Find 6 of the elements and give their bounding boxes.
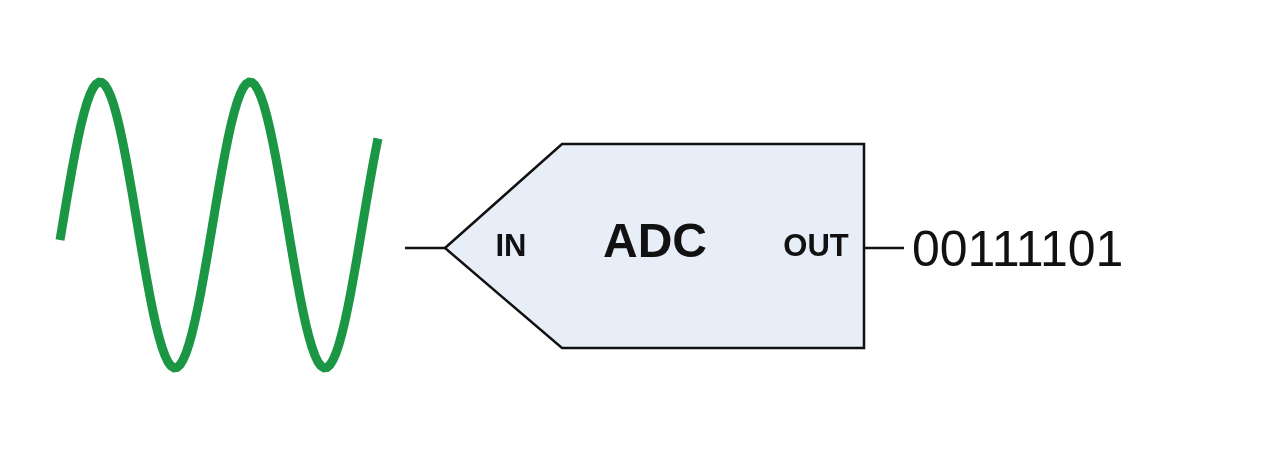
port-label: IN: [495, 228, 527, 264]
binary-output-text: 00111101: [912, 222, 1124, 277]
connector-line: [405, 246, 445, 250]
port-label: OUT: [783, 228, 849, 264]
block-title: ADC: [603, 212, 707, 268]
connector-line: [864, 246, 904, 250]
